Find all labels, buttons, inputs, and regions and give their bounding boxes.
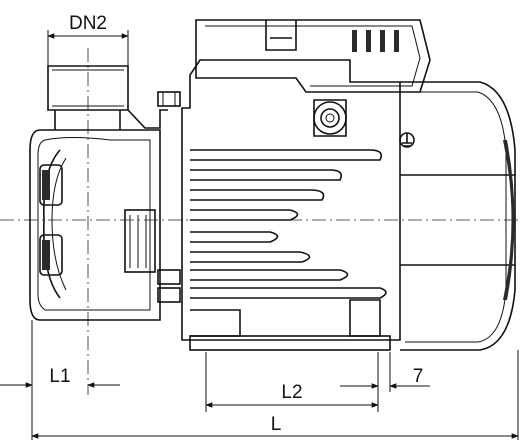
label-l1: L1 <box>49 366 70 387</box>
dim-l1: L1 <box>0 320 120 440</box>
dim-l: L <box>31 350 519 440</box>
dim-l2: L2 <box>205 352 379 412</box>
dim-seven: 7 <box>340 352 430 392</box>
label-seven: 7 <box>413 366 424 387</box>
label-dn2: DN2 <box>69 13 107 34</box>
dim-dn2: DN2 <box>47 13 129 66</box>
earth-ground-icon <box>399 132 415 148</box>
fan-cover <box>399 81 516 351</box>
motor-body <box>181 19 431 351</box>
bolts <box>157 91 181 303</box>
label-l2: L2 <box>281 382 302 403</box>
center-lines <box>0 48 522 395</box>
pump-casing <box>29 65 168 321</box>
label-l: L <box>271 414 282 435</box>
